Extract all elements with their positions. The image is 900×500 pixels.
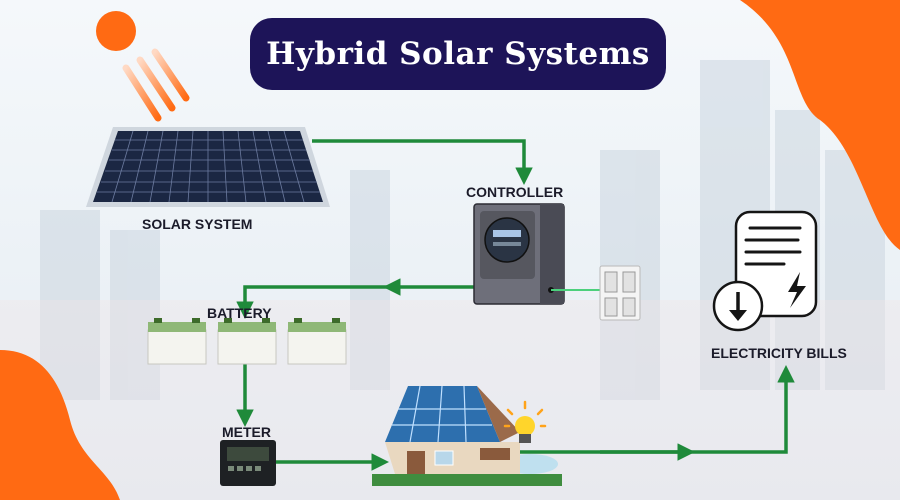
lightbulb-icon <box>503 400 547 443</box>
label-battery: BATTERY <box>207 305 272 321</box>
flow-lines <box>236 139 795 471</box>
orange-blob-bottom-left <box>0 350 120 500</box>
label-controller: CONTROLLER <box>466 184 564 200</box>
orange-blob-top-right <box>740 0 900 250</box>
switch-box-icon <box>599 265 641 321</box>
bolt-icon <box>788 272 806 308</box>
title-banner: Hybrid Solar Systems <box>250 18 666 90</box>
battery-3-icon <box>287 318 347 365</box>
down-arrow-icon <box>712 280 764 332</box>
label-meter: METER <box>222 424 271 440</box>
sun-rays-icon <box>122 48 190 122</box>
meter-icon <box>220 440 276 486</box>
house-icon <box>372 385 562 486</box>
battery-1-icon <box>147 318 207 365</box>
flow-panel-to-controller <box>312 139 533 185</box>
battery-icons <box>147 318 347 365</box>
solar-panel-icon <box>86 127 330 207</box>
battery-2-icon <box>217 318 277 365</box>
label-electricity-bills: ELECTRICITY BILLS <box>711 345 847 361</box>
page-title: Hybrid Solar Systems <box>266 36 650 72</box>
sun-icon <box>96 11 136 51</box>
label-solar-system: SOLAR SYSTEM <box>142 216 253 232</box>
